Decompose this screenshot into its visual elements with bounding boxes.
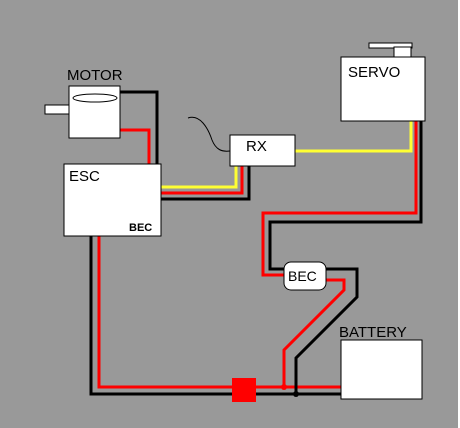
junction-positive [281, 384, 287, 390]
wire-servo-negative [268, 121, 423, 271]
receiver-label: RX [246, 138, 267, 155]
wire-bec-negative [294, 267, 359, 394]
servo-output-shaft [393, 46, 412, 58]
esc-body [63, 163, 162, 237]
wire-esc-positive [97, 236, 341, 389]
rx-antenna [187, 116, 231, 152]
servo: SERVO [340, 42, 426, 122]
battery-label: BATTERY [339, 324, 407, 341]
servo-body [340, 56, 426, 122]
bec-body [283, 261, 327, 291]
junction-negative [293, 391, 299, 397]
bec-label: BEC [288, 268, 317, 284]
motor-shaft [44, 104, 70, 115]
wire-esc-rx-positive [161, 166, 244, 195]
battery-body [340, 339, 423, 400]
fuse [232, 378, 256, 402]
servo-horn [368, 42, 413, 49]
wire-motor-positive [120, 128, 151, 164]
wire-rx-servo-signal [295, 121, 413, 153]
wire-servo-positive [261, 121, 418, 277]
motor-label: MOTOR [67, 67, 123, 84]
wire-esc-negative [89, 236, 341, 396]
motor-end-cap [72, 93, 118, 103]
bec: BEC [283, 261, 327, 291]
wires [89, 90, 423, 396]
motor-body [68, 85, 121, 139]
battery: BATTERY [339, 324, 423, 400]
wire-bec-positive [282, 278, 346, 387]
servo-label: SERVO [348, 64, 400, 81]
esc-bec-label: BEC [129, 222, 152, 234]
receiver-body [229, 134, 296, 167]
motor: MOTOR [44, 67, 123, 139]
wire-esc-rx-signal [161, 166, 238, 189]
receiver: RX [229, 134, 296, 167]
esc-label: ESC [69, 168, 100, 185]
wire-esc-rx-negative [161, 166, 251, 201]
wire-motor-negative [120, 90, 159, 164]
esc: ESC BEC [63, 163, 162, 237]
